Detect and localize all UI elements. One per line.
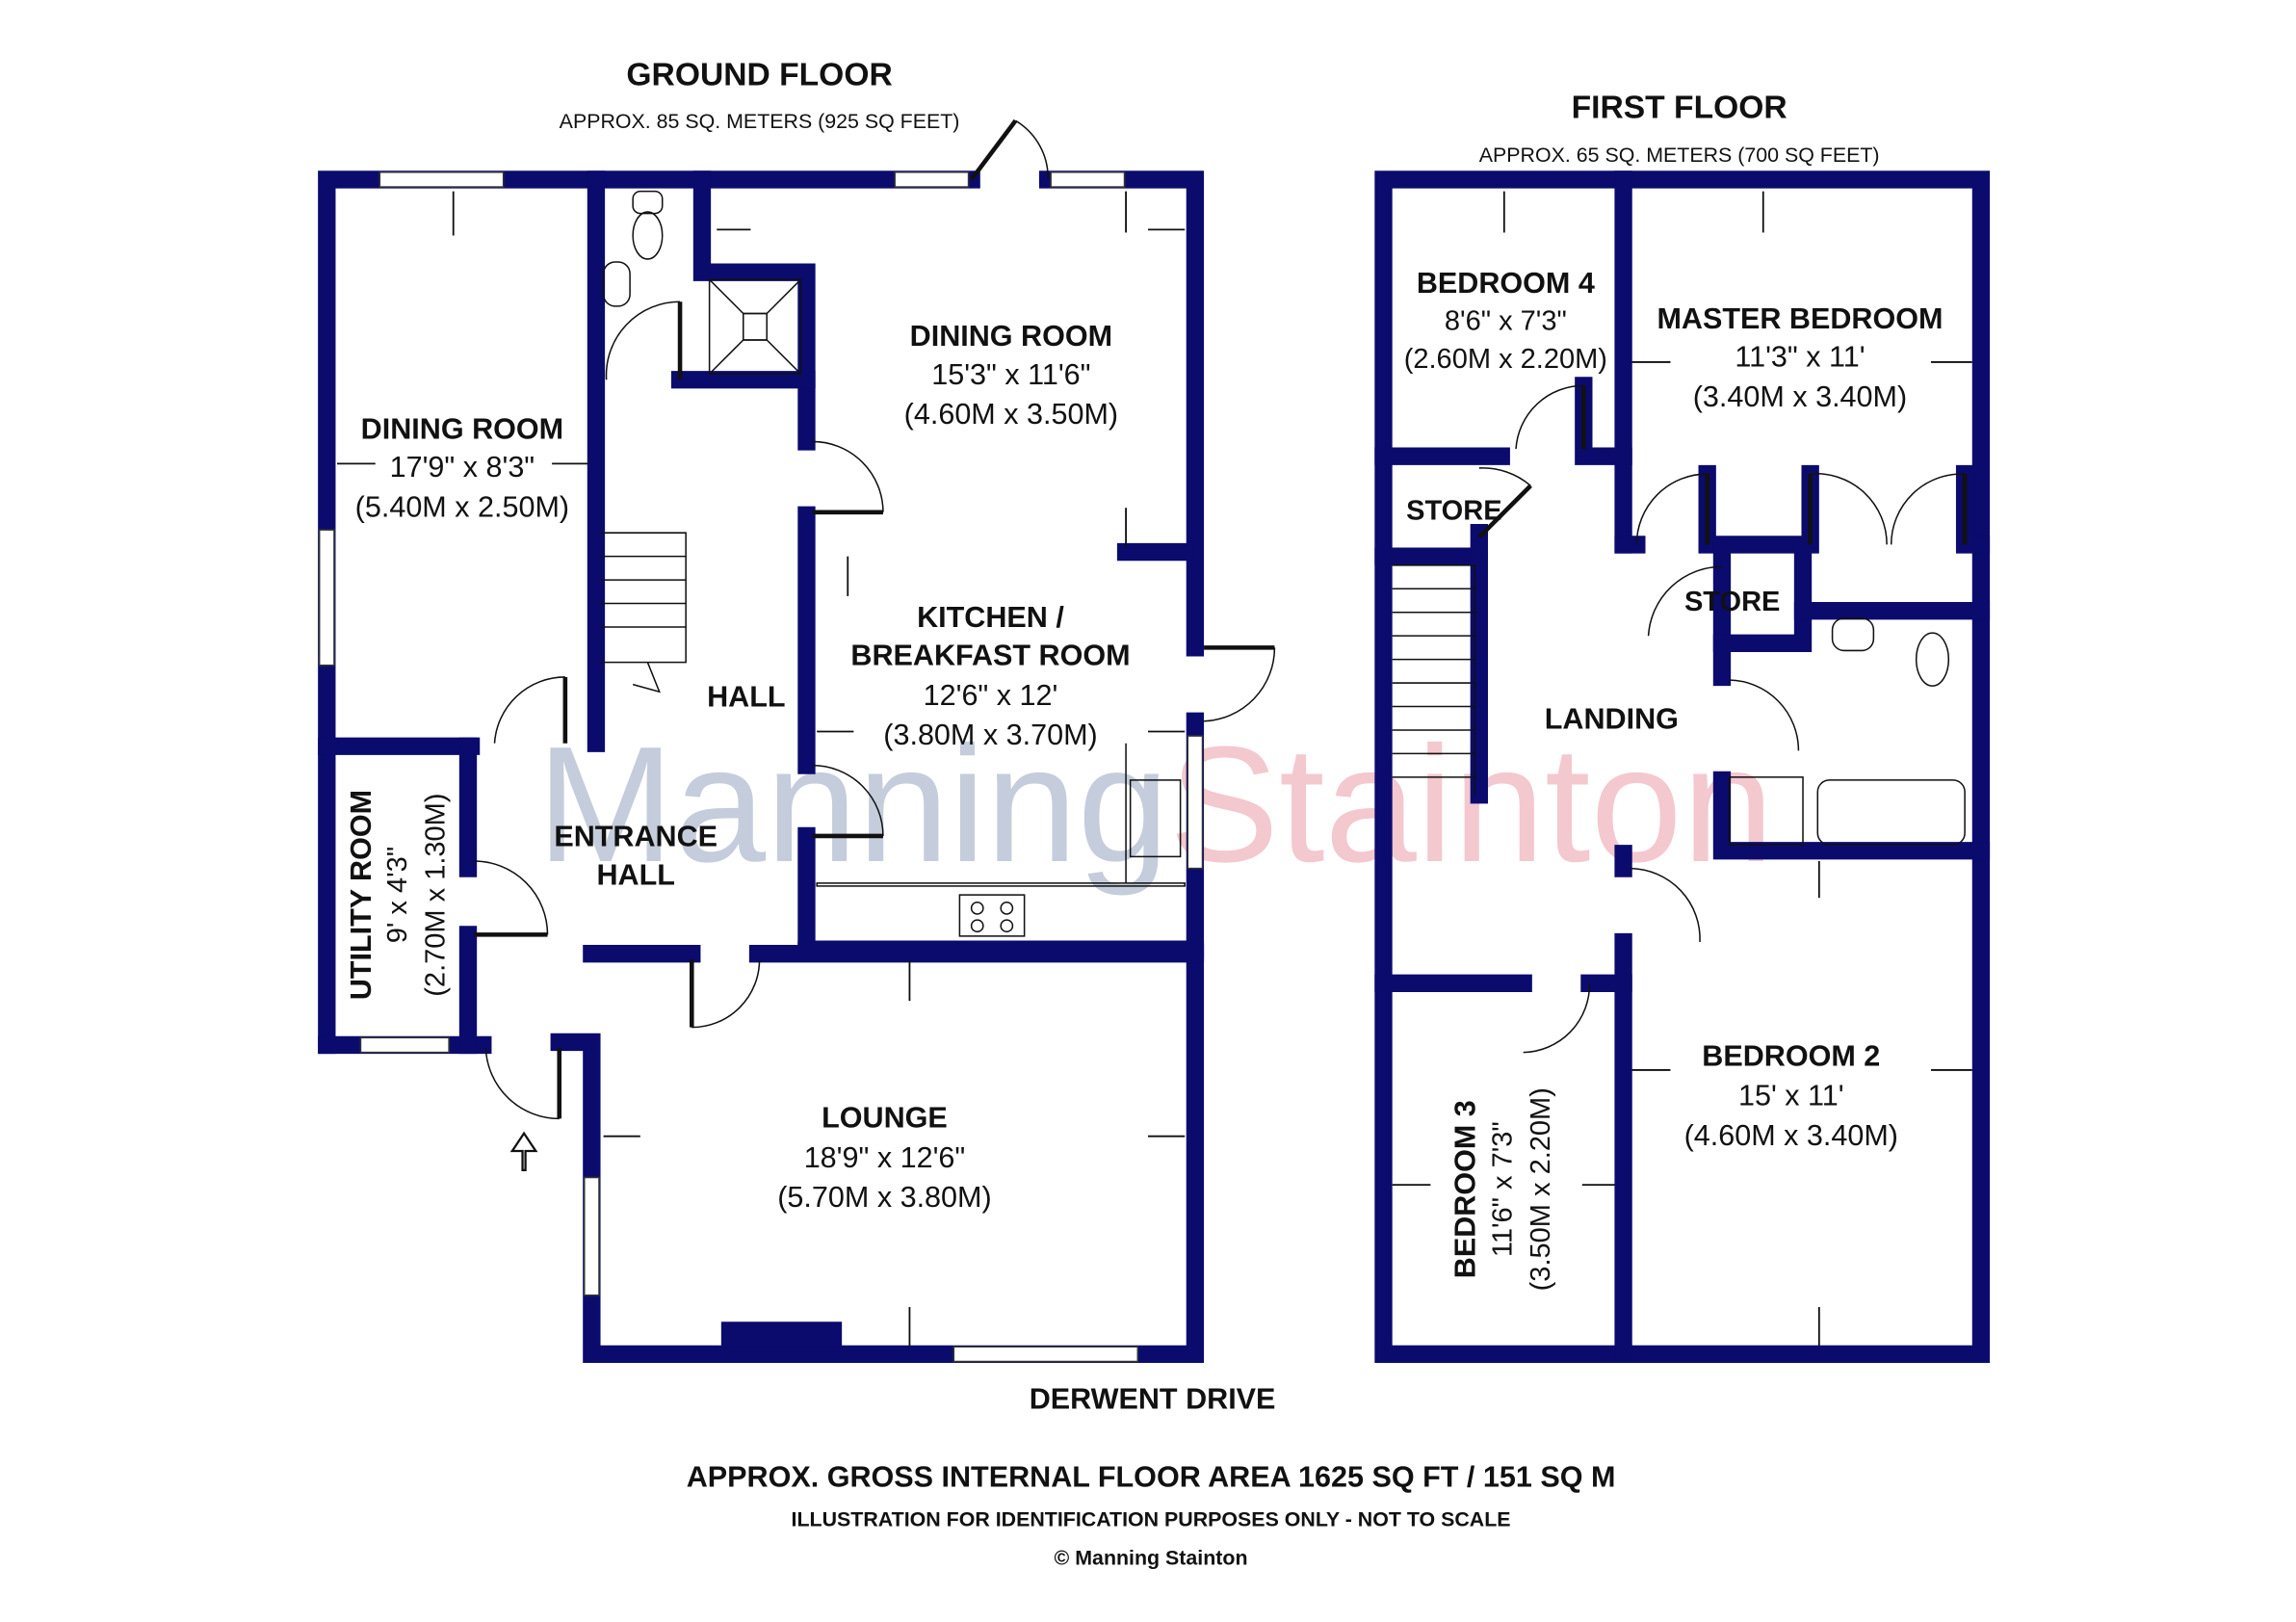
room-name: MASTER BEDROOM: [1657, 302, 1943, 335]
room-name: UTILITY ROOM: [345, 790, 378, 1000]
disclaimer: ILLUSTRATION FOR IDENTIFICATION PURPOSES…: [792, 1508, 1511, 1531]
room-bedroom-4: BEDROOM 4 8'6" x 7'3" (2.60M x 2.20M): [1404, 267, 1607, 375]
room-metric: (5.40M x 2.50M): [355, 490, 569, 523]
room-name: BEDROOM 4: [1417, 267, 1595, 300]
room-imperial: 17'9" x 8'3": [390, 451, 535, 484]
room-imperial: 15'3" x 11'6": [931, 358, 1090, 391]
first-floor-title: FIRST FLOOR: [1572, 90, 1787, 125]
room-name: LOUNGE: [822, 1102, 948, 1135]
room-name-line2: BREAKFAST ROOM: [850, 640, 1130, 672]
room-imperial: 8'6" x 7'3": [1445, 305, 1567, 336]
sink-icon: [1129, 779, 1182, 858]
gross-area: APPROX. GROSS INTERNAL FLOOR AREA 1625 S…: [687, 1460, 1616, 1493]
entrance-arrow-icon: [509, 1131, 538, 1172]
room-metric: (3.40M x 3.40M): [1693, 380, 1907, 413]
room-dining-room-2: DINING ROOM 15'3" x 11'6" (4.60M x 3.50M…: [904, 320, 1118, 431]
room-hall: HALL: [707, 681, 785, 714]
room-imperial: 11'3" x 11': [1735, 341, 1865, 374]
toilet-icon: [632, 211, 664, 260]
room-kitchen: KITCHEN / BREAKFAST ROOM 12'6" x 12' (3.…: [850, 601, 1130, 751]
hob-icon: [958, 894, 1026, 937]
room-name: BEDROOM 3: [1448, 1100, 1481, 1278]
room-dining-room-1: DINING ROOM 17'9" x 8'3" (5.40M x 2.50M): [355, 412, 569, 523]
first-floor-area: APPROX. 65 SQ. METERS (700 SQ FEET): [1479, 144, 1880, 167]
room-imperial: 15' x 11': [1738, 1080, 1844, 1112]
watermark: ManningStainton: [536, 713, 1774, 897]
street-name: DERWENT DRIVE: [1030, 1382, 1276, 1415]
room-store-1: STORE: [1406, 495, 1501, 526]
ground-floor-walls: [318, 170, 1205, 1364]
room-name-line1: ENTRANCE: [554, 821, 718, 853]
room-metric: (3.50M x 2.20M): [1526, 1087, 1556, 1291]
first-floor-doors: [1392, 384, 1968, 1054]
watermark-manning: Manning: [536, 713, 1169, 897]
room-utility: UTILITY ROOM 9' x 4'3" (2.70M x 1.30M): [345, 790, 451, 1000]
ground-floor-title: GROUND FLOOR: [626, 58, 892, 93]
basin-icon: [602, 261, 631, 307]
first-floor-walls: [1374, 170, 1991, 1364]
room-imperial: 9' x 4'3": [382, 847, 413, 943]
fixtures: [509, 190, 1186, 1347]
room-metric: (5.70M x 3.80M): [777, 1181, 991, 1214]
room-imperial: 11'6" x 7'3": [1487, 1121, 1518, 1257]
room-imperial: 12'6" x 12': [924, 679, 1058, 712]
room-lounge: LOUNGE 18'9" x 12'6" (5.70M x 3.80M): [777, 1102, 991, 1215]
room-name-line2: HALL: [596, 858, 674, 891]
doors: [474, 118, 1276, 1120]
room-metric: (2.60M x 2.20M): [1404, 344, 1607, 375]
room-name: DINING ROOM: [361, 412, 563, 445]
room-landing: LANDING: [1545, 702, 1679, 735]
room-name: BEDROOM 2: [1702, 1039, 1880, 1072]
room-bedroom-2: BEDROOM 2 15' x 11' (4.60M x 3.40M): [1684, 1039, 1898, 1152]
room-imperial: 18'9" x 12'6": [804, 1141, 966, 1174]
room-metric: (4.60M x 3.40M): [1684, 1119, 1898, 1152]
copyright: © Manning Stainton: [1055, 1546, 1248, 1569]
fireplace-icon: [720, 1321, 843, 1347]
room-name: DINING ROOM: [910, 320, 1112, 353]
ground-floor-area: APPROX. 85 SQ. METERS (925 SQ FEET): [560, 110, 960, 133]
room-master-bedroom: MASTER BEDROOM 11'3" x 11' (3.40M x 3.40…: [1657, 302, 1943, 413]
room-store-2: STORE: [1684, 587, 1780, 617]
room-metric: (2.70M x 1.30M): [421, 793, 452, 996]
room-metric: (3.80M x 3.70M): [883, 719, 1097, 751]
dimension-arrows: [336, 191, 1972, 1347]
room-name-line1: KITCHEN /: [917, 601, 1064, 634]
room-bedroom-3: BEDROOM 3 11'6" x 7'3" (3.50M x 2.20M): [1448, 1087, 1556, 1291]
room-entrance-hall: ENTRANCE HALL: [554, 821, 718, 892]
room-metric: (4.60M x 3.50M): [904, 398, 1118, 431]
